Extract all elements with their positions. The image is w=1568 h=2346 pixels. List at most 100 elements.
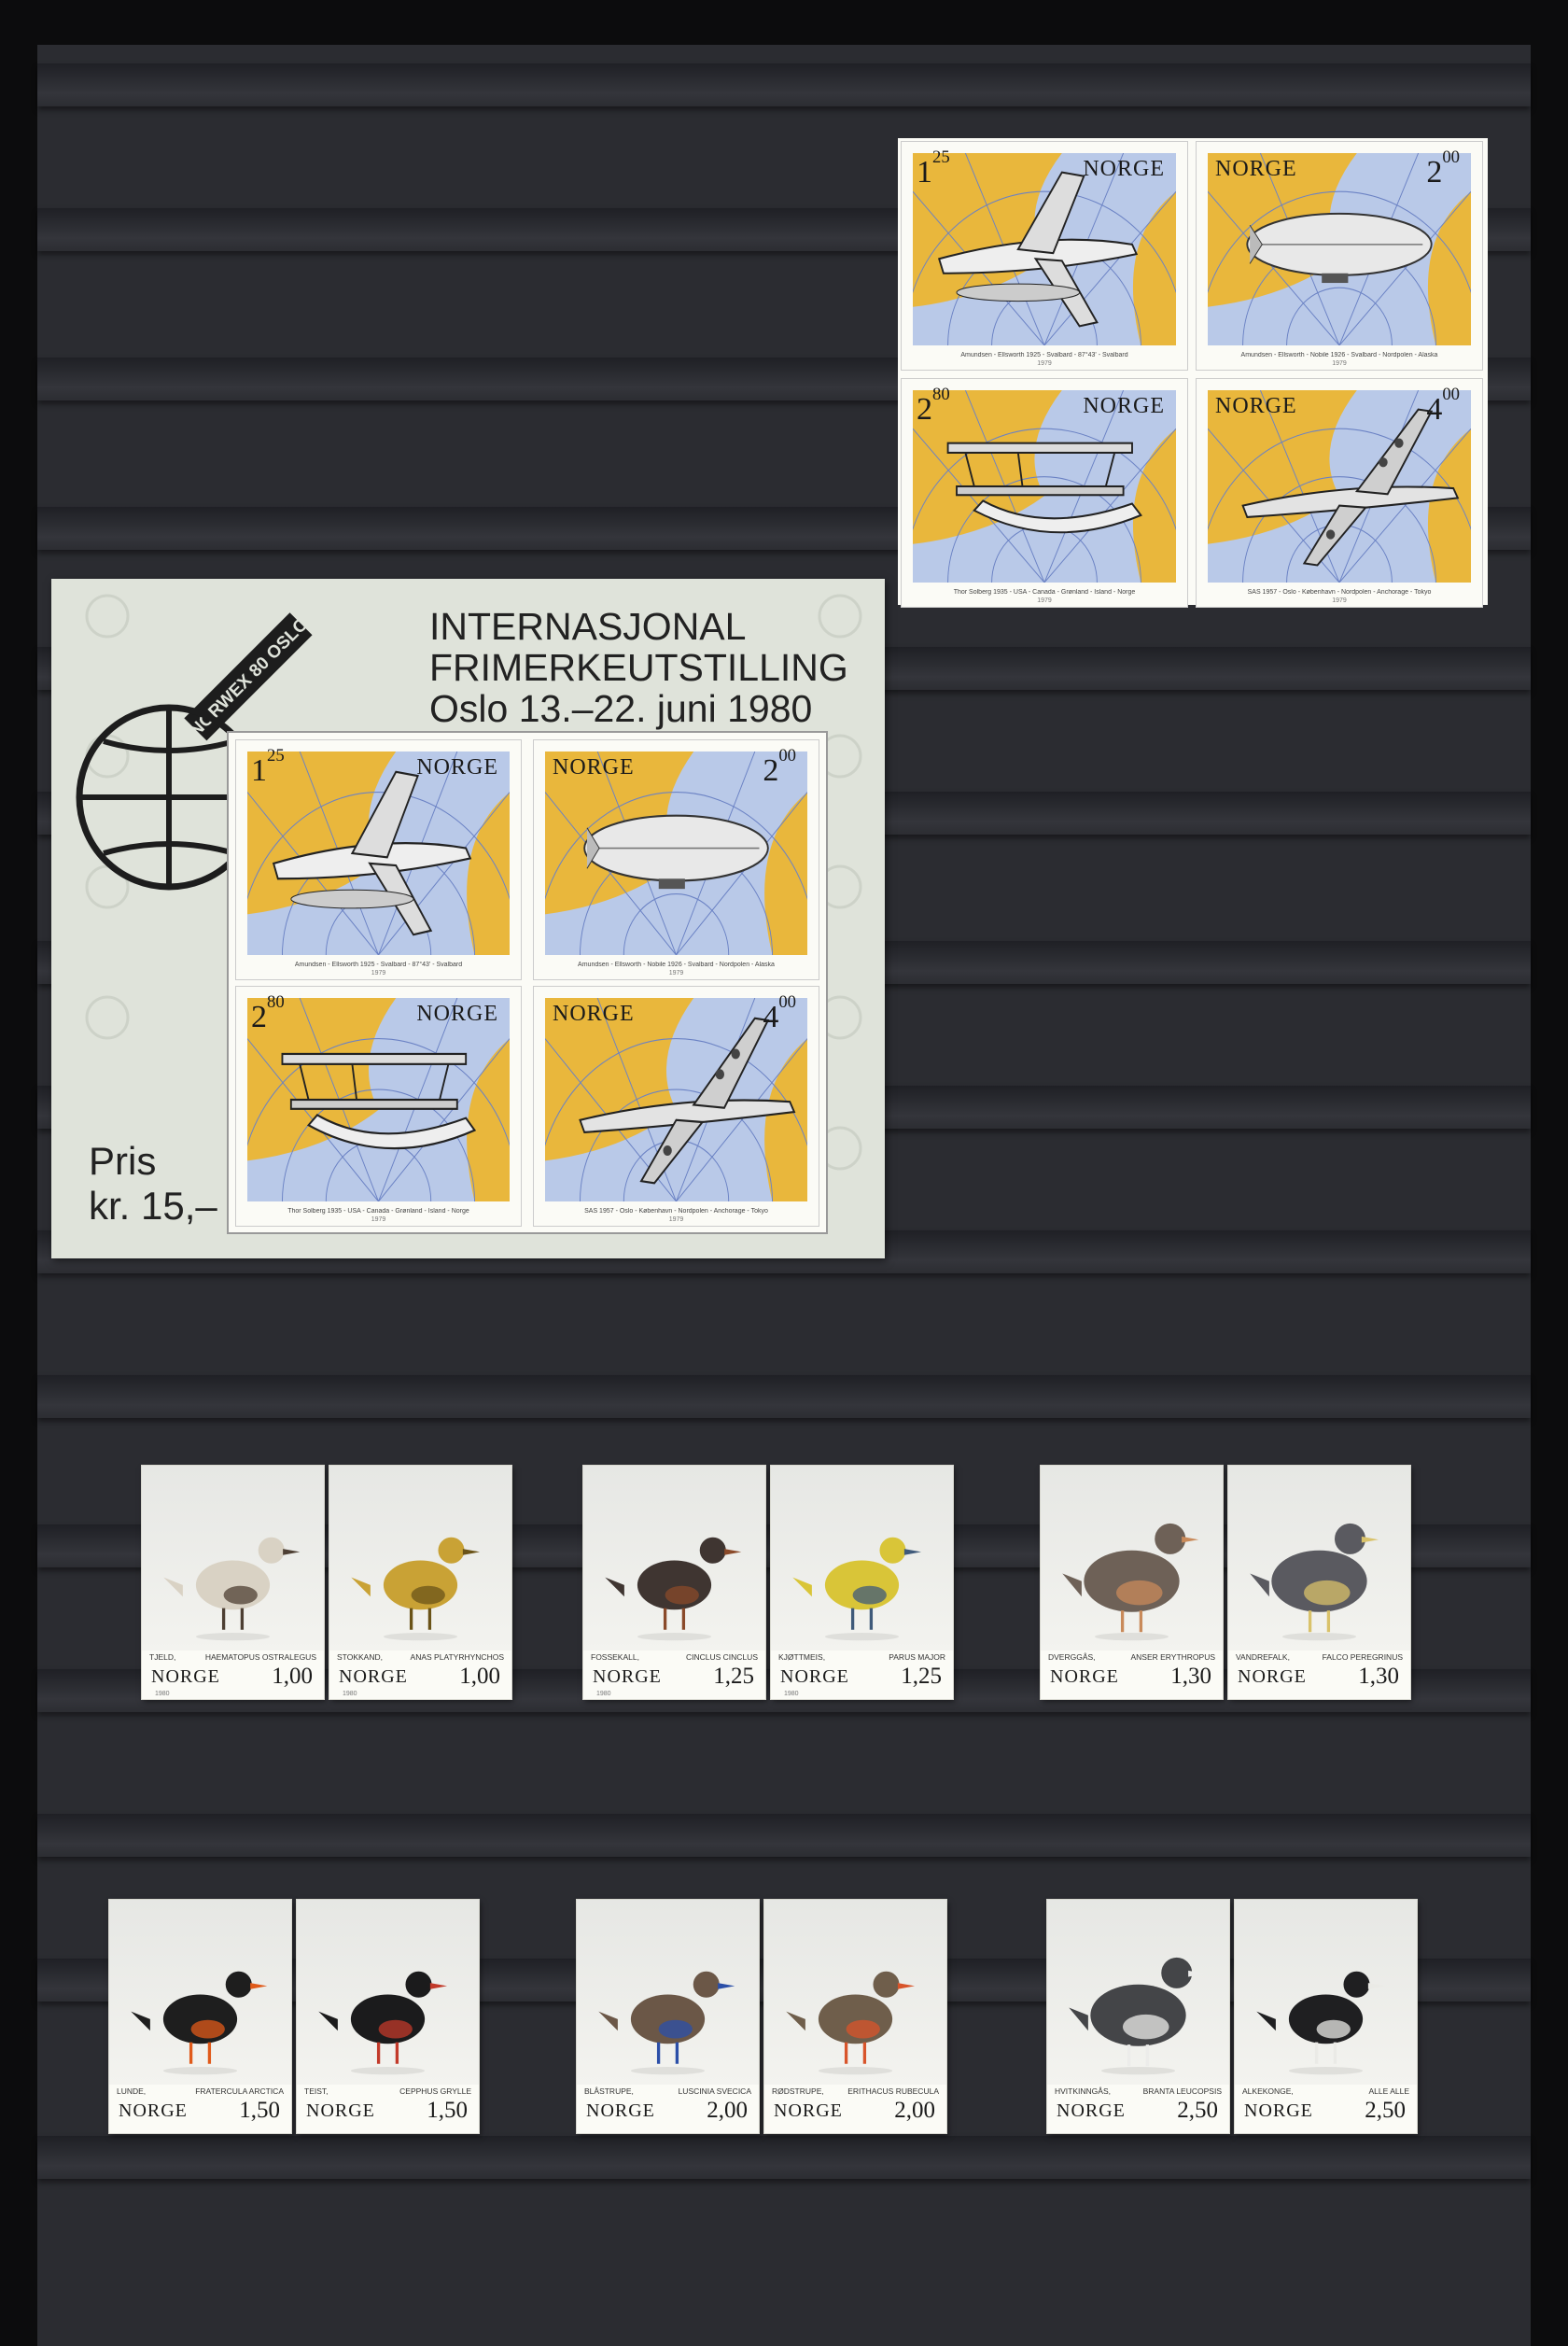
bird-common-name: STOKKAND, bbox=[337, 1652, 383, 1662]
bird-stamp-value: 2,00 bbox=[894, 2098, 935, 2123]
bird-latin-name: BRANTA LEUCOPSIS bbox=[1142, 2086, 1222, 2096]
bird-latin-name: HAEMATOPUS OSTRALEGUS bbox=[204, 1652, 316, 1662]
seaplane-illustration bbox=[913, 153, 1176, 345]
sheet-heading-line-3: Oslo 13.–22. juni 1980 bbox=[429, 687, 813, 730]
bird-common-name: KJØTTMEIS, bbox=[778, 1652, 826, 1662]
bird-stamp-value: 1,50 bbox=[239, 2098, 280, 2123]
bird-common-name: BLÅSTRUPE, bbox=[584, 2086, 634, 2096]
bird-name: DVERGGÅS, ANSER ERYTHROPUS bbox=[1048, 1652, 1215, 1662]
sheet-price-label: Pris bbox=[89, 1139, 157, 1183]
bird-stamp-country: NORGE bbox=[306, 2100, 375, 2121]
bird-drawing bbox=[131, 1971, 268, 2075]
bird-drawing bbox=[351, 1537, 481, 1641]
aviation-stamp-country: NORGE bbox=[553, 755, 635, 780]
aviation-stamp-caption: SAS 1957 - Oslo - København - Nordpolen … bbox=[1247, 589, 1432, 596]
bird-drawing bbox=[792, 1537, 922, 1641]
aviation-stamp-country: NORGE bbox=[1215, 157, 1297, 181]
bird-stamp-country: NORGE bbox=[780, 1666, 849, 1687]
bird-name: BLÅSTRUPE, LUSCINIA SVECICA bbox=[584, 2086, 751, 2096]
bird-stamp-value: 1,00 bbox=[272, 1664, 313, 1689]
bird-stamp: ALKEKONGE, ALLE ALLE NORGE 2,50 bbox=[1235, 1900, 1417, 2133]
aviation-stamp-country: NORGE bbox=[1083, 394, 1165, 418]
bird-latin-name: ANSER ERYTHROPUS bbox=[1130, 1652, 1215, 1662]
bird-name: RØDSTRUPE, ERITHACUS RUBECULA bbox=[772, 2086, 939, 2096]
aviation-stamp-design bbox=[545, 998, 807, 1201]
biplane-illustration bbox=[247, 998, 510, 1201]
bird-illustration bbox=[771, 1466, 953, 1651]
posthorn-background bbox=[85, 594, 862, 1171]
bird-latin-name: FRATERCULA ARCTICA bbox=[195, 2086, 284, 2096]
airship-illustration bbox=[1208, 153, 1471, 345]
bird-common-name: ALKEKONGE, bbox=[1242, 2086, 1294, 2096]
bird-illustration bbox=[1041, 1466, 1223, 1651]
svg-text:NORWEX 80 OSLO: NORWEX 80 OSLO bbox=[186, 614, 313, 741]
album-strip bbox=[37, 63, 1531, 106]
aviation-stamp-year: 1979 bbox=[668, 970, 684, 976]
album-strip bbox=[37, 2136, 1531, 2179]
aviation-stamp-caption: Amundsen - Ellsworth - Nobile 1926 - Sva… bbox=[578, 962, 775, 968]
aviation-stamp-year: 1979 bbox=[668, 1216, 684, 1223]
bird-stamp-country: NORGE bbox=[1050, 1666, 1119, 1687]
bird-drawing bbox=[163, 1537, 301, 1641]
bird-stamp-country: NORGE bbox=[119, 2100, 188, 2121]
bird-drawing bbox=[1256, 1971, 1386, 2075]
bird-illustration bbox=[1047, 1900, 1229, 2085]
aviation-stamp-design bbox=[247, 998, 510, 1201]
aviation-stamp-design bbox=[1208, 390, 1471, 583]
aviation-stamp-design bbox=[913, 153, 1176, 345]
bird-common-name: LUNDE, bbox=[117, 2086, 147, 2096]
bird-stamp-value: 2,50 bbox=[1365, 2098, 1406, 2123]
aviation-stamp-country: NORGE bbox=[1083, 157, 1165, 181]
sheet-heading-line-1: INTERNASJONAL bbox=[429, 605, 747, 648]
bird-common-name: FOSSEKALL, bbox=[591, 1652, 639, 1662]
aviation-stamp-value: 400 bbox=[1426, 385, 1460, 427]
aviation-stamp-country: NORGE bbox=[553, 1002, 635, 1026]
bird-stamp-country: NORGE bbox=[593, 1666, 662, 1687]
bird-latin-name: PARUS MAJOR bbox=[889, 1652, 945, 1662]
aviation-stamp-value: 200 bbox=[1426, 148, 1460, 190]
bird-latin-name: ALLE ALLE bbox=[1368, 2086, 1409, 2096]
bird-stamp-value: 2,50 bbox=[1177, 2098, 1218, 2123]
album-strip bbox=[37, 1375, 1531, 1418]
bird-latin-name: ERITHACUS RUBECULA bbox=[847, 2086, 939, 2096]
bird-name: ALKEKONGE, ALLE ALLE bbox=[1242, 2086, 1409, 2096]
airliner-illustration bbox=[545, 998, 807, 1201]
bird-illustration bbox=[583, 1466, 765, 1651]
aviation-stamp-year: 1979 bbox=[371, 1216, 386, 1223]
bird-stamp-country: NORGE bbox=[1244, 2100, 1313, 2121]
seaplane-illustration bbox=[247, 752, 510, 955]
bird-drawing bbox=[1250, 1523, 1379, 1641]
bird-stamp-value: 2,00 bbox=[707, 2098, 748, 2123]
airliner-illustration bbox=[1208, 390, 1471, 583]
bird-drawing bbox=[605, 1537, 742, 1641]
souvenir-sheet: INTERNASJONAL FRIMERKEUTSTILLING Oslo 13… bbox=[51, 579, 885, 1258]
bird-illustration bbox=[297, 1900, 479, 2085]
aviation-stamp-design bbox=[545, 752, 807, 955]
aviation-stamp-value: 280 bbox=[917, 385, 950, 427]
bird-stamp-country: NORGE bbox=[774, 2100, 843, 2121]
bird-stamp-year: 1980 bbox=[784, 1691, 799, 1697]
aviation-stamp-design bbox=[1208, 153, 1471, 345]
bird-stamp-country: NORGE bbox=[151, 1666, 220, 1687]
bird-name: KJØTTMEIS, PARUS MAJOR bbox=[778, 1652, 945, 1662]
bird-illustration bbox=[764, 1900, 946, 2085]
aviation-stamp-caption: SAS 1957 - Oslo - København - Nordpolen … bbox=[584, 1208, 768, 1215]
bird-common-name: VANDREFALK, bbox=[1236, 1652, 1290, 1662]
biplane-illustration bbox=[913, 390, 1176, 583]
bird-name: LUNDE, FRATERCULA ARCTICA bbox=[117, 2086, 284, 2096]
bird-stamp-country: NORGE bbox=[339, 1666, 408, 1687]
